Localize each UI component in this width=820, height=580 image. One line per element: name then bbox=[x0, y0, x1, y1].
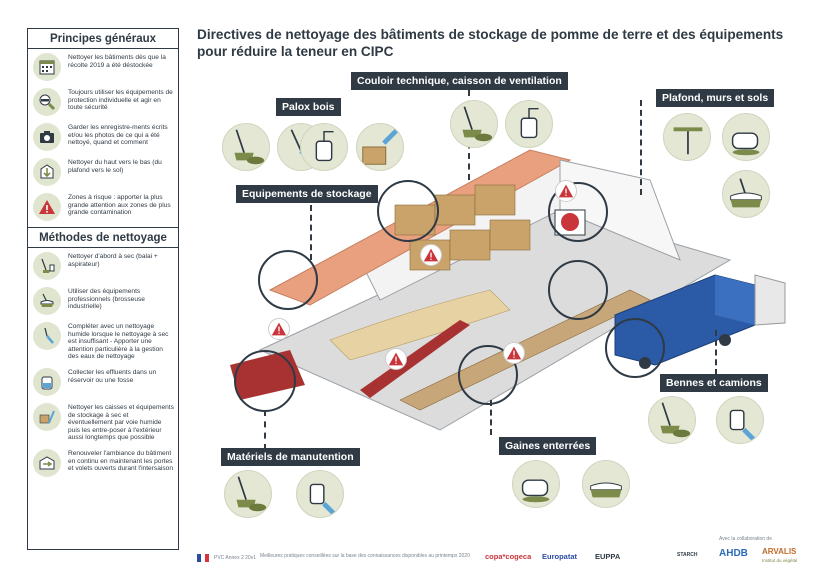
methode-text: Collecter les effluents dans un réservoi… bbox=[68, 368, 157, 384]
ventilation-icon bbox=[33, 448, 61, 477]
methode-item: Collecter les effluents dans un réservoi… bbox=[28, 364, 178, 399]
ceiling-brush-icon bbox=[663, 113, 711, 161]
camera-icon bbox=[33, 123, 61, 151]
floor-scrubber-icon bbox=[512, 460, 560, 508]
methode-text: Renouveler l'ambiance du bâtiment en con… bbox=[68, 449, 173, 473]
principe-text: Nettoyer les bâtiments dès que la récolt… bbox=[68, 54, 166, 69]
principes-heading: Principes généraux bbox=[28, 29, 178, 49]
lens-plafond bbox=[548, 260, 608, 320]
lens-materiels bbox=[234, 350, 296, 412]
industrial-brush-icon bbox=[582, 460, 630, 508]
principe-text: Nettoyer du haut vers le bas (du plafond… bbox=[68, 159, 162, 174]
broom-icon bbox=[222, 123, 270, 171]
label-gaines: Gaines enterrées bbox=[499, 437, 597, 455]
sidebar-panel: Principes généraux Nettoyer les bâtiment… bbox=[27, 28, 179, 550]
leader-line bbox=[715, 330, 717, 375]
vacuum-icon bbox=[505, 100, 553, 148]
leader-line bbox=[310, 205, 312, 260]
broom-icon bbox=[450, 100, 498, 148]
footer-note: Meilleures pratiques conseillées sur la … bbox=[260, 553, 470, 559]
lens-palox bbox=[377, 180, 439, 242]
methodes-heading: Méthodes de nettoyage bbox=[28, 227, 178, 248]
footer: PVC Annex 2 20v1 Meilleures pratiques co… bbox=[197, 536, 807, 574]
leader-line bbox=[264, 410, 266, 450]
warning-icon bbox=[555, 180, 577, 202]
warning-icon bbox=[503, 342, 525, 364]
warning-icon bbox=[33, 193, 61, 221]
label-palox: Palox bois bbox=[276, 98, 341, 116]
industrial-brush-icon bbox=[33, 287, 61, 315]
lens-ventilation bbox=[548, 182, 608, 242]
label-couloir: Couloir technique, caisson de ventilatio… bbox=[351, 72, 568, 90]
label-bennes: Bennes et camions bbox=[660, 374, 768, 392]
logo-euppa: EUPPA bbox=[595, 552, 621, 561]
warning-icon bbox=[268, 318, 290, 340]
principe-item: Garder les enregistre-ments écrits et/ou… bbox=[28, 119, 178, 154]
vacuum-icon bbox=[300, 123, 348, 171]
broom-icon bbox=[224, 470, 272, 518]
principe-item: Zones à risque : apporter la plus grande… bbox=[28, 189, 178, 227]
logo-arvalis: ARVALIS bbox=[762, 547, 797, 556]
lens-gaines bbox=[458, 345, 518, 405]
industrial-brush-icon bbox=[722, 170, 770, 218]
label-plafond: Plafond, murs et sols bbox=[656, 89, 775, 107]
leader-line bbox=[640, 100, 642, 195]
broom-icon bbox=[648, 396, 696, 444]
pressure-washer-icon bbox=[296, 470, 344, 518]
french-flag-icon bbox=[197, 554, 209, 562]
principe-item: Toujours utiliser les équipements de pro… bbox=[28, 84, 178, 119]
page-title: Directives de nettoyage des bâtiments de… bbox=[197, 27, 784, 59]
crates-icon bbox=[33, 402, 61, 431]
warning-icon bbox=[385, 348, 407, 370]
principe-text: Toujours utiliser les équipements de pro… bbox=[68, 89, 173, 112]
methode-item: Nettoyer les caisses et équipements de s… bbox=[28, 399, 178, 445]
protective-gear-icon bbox=[33, 88, 61, 116]
broom-vacuum-icon bbox=[33, 252, 61, 280]
label-materiels: Matériels de manutention bbox=[221, 448, 360, 466]
principe-item: Nettoyer du haut vers le bas (du plafond… bbox=[28, 154, 178, 189]
warning-icon bbox=[420, 244, 442, 266]
logo-europatat: Europatat bbox=[542, 552, 578, 561]
methode-item: Compléter avec un nettoyage humide lorsq… bbox=[28, 318, 178, 364]
methode-text: Utiliser des équipements professionnels … bbox=[68, 288, 145, 311]
methode-text: Nettoyer d'abord à sec (balai + aspirate… bbox=[68, 253, 158, 268]
pressure-washer-icon bbox=[716, 396, 764, 444]
methode-text: Nettoyer les caisses et équipements de s… bbox=[68, 403, 174, 442]
label-equipements: Equipements de stockage bbox=[236, 185, 378, 203]
logo-starch: STARCH bbox=[677, 552, 698, 558]
calendar-icon bbox=[33, 53, 61, 81]
pressure-washer-icon bbox=[33, 322, 61, 350]
reservoir-icon bbox=[33, 367, 61, 396]
methode-item: Renouveler l'ambiance du bâtiment en con… bbox=[28, 445, 178, 480]
logo-copa-cogeca: copa*cogeca bbox=[485, 552, 532, 561]
principe-text: Zones à risque : apporter la plus grande… bbox=[68, 194, 171, 217]
principe-item: Nettoyer les bâtiments dès que la récolt… bbox=[28, 49, 178, 84]
leader-line bbox=[490, 400, 492, 435]
methode-item: Nettoyer d'abord à sec (balai + aspirate… bbox=[28, 248, 178, 283]
arvalis-tagline: Institut du végétal bbox=[762, 558, 798, 563]
top-down-arrow-icon bbox=[33, 158, 61, 186]
footer-collab: Avec la collaboration de bbox=[719, 536, 772, 542]
methode-item: Utiliser des équipements professionnels … bbox=[28, 283, 178, 318]
methode-text: Compléter avec un nettoyage humide lorsq… bbox=[68, 323, 169, 361]
floor-scrubber-icon bbox=[722, 113, 770, 161]
lens-bennes bbox=[605, 318, 665, 378]
footer-pvc: PVC Annex 2 20v1 bbox=[214, 555, 256, 561]
logo-ahdb: AHDB bbox=[719, 548, 748, 559]
washing-crate-icon bbox=[356, 123, 404, 171]
principe-text: Garder les enregistre-ments écrits et/ou… bbox=[68, 124, 168, 147]
lens-equipements bbox=[258, 250, 318, 310]
